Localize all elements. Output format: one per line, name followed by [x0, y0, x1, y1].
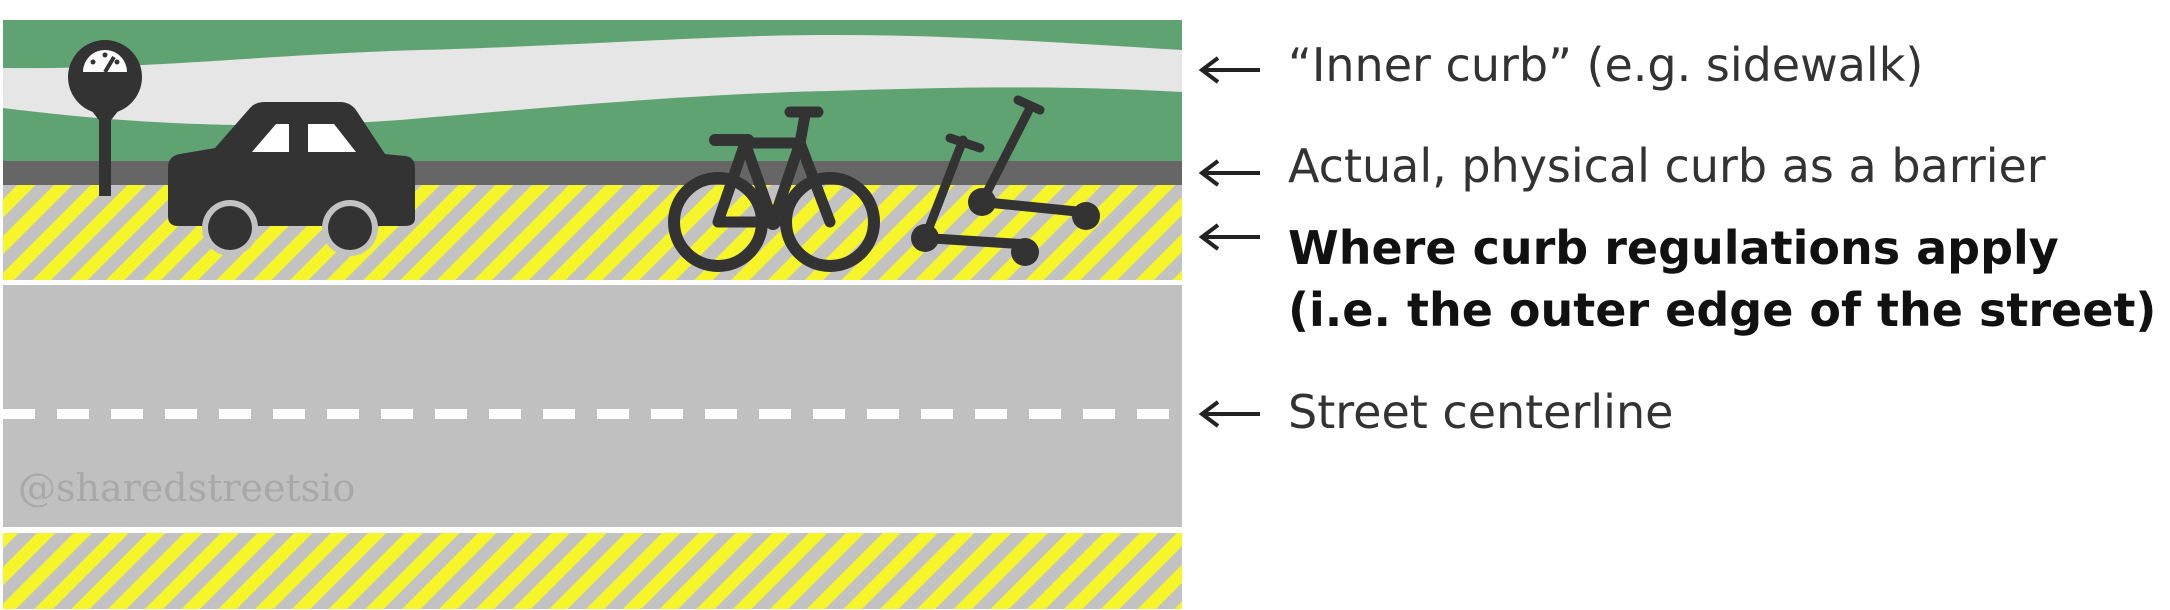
car-icon [168, 102, 415, 256]
arrow-left-icon [1198, 400, 1260, 428]
arrow-left-icon [1198, 159, 1260, 187]
zone-divider [3, 280, 1182, 285]
street-diagram [3, 20, 1182, 609]
road-surface [3, 285, 1182, 527]
arrow-left-icon [1198, 223, 1260, 251]
label-regulations-line1: Where curb regulations apply [1288, 221, 2059, 275]
label-physical-curb: Actual, physical curb as a barrier [1288, 139, 2046, 193]
label-inner-curb: “Inner curb” (e.g. sidewalk) [1288, 38, 1924, 92]
label-regulations-line2: (i.e. the outer edge of the street) [1288, 283, 2157, 337]
arrow-left-icon [1198, 56, 1260, 84]
bicycle-icon [668, 106, 880, 272]
zone-divider-bottom [3, 527, 1182, 533]
scooter-icon [911, 95, 1100, 266]
label-centerline: Street centerline [1288, 385, 1674, 439]
parking-meter-icon [68, 40, 142, 196]
watermark: @sharedstreetsio [18, 466, 356, 510]
opposite-curb-zone [3, 533, 1182, 609]
